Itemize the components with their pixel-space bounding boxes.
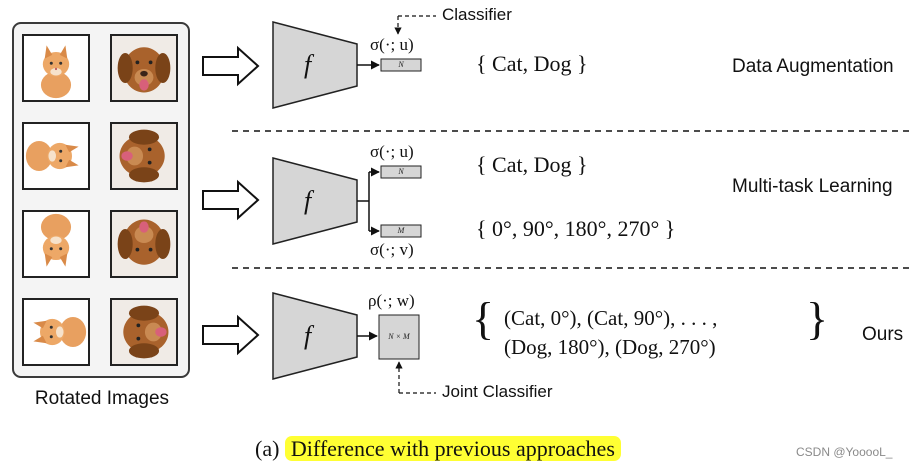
classifier-box-row1 (380, 58, 422, 72)
classifier-box-label-upper: N (398, 167, 404, 176)
dog-image-0deg (110, 34, 178, 102)
caption-text: Difference with previous approaches (284, 436, 621, 461)
encoder-trapezoid-row1 (272, 21, 358, 109)
output-brace-right: } (806, 293, 829, 344)
output-set-joint-line2: (Dog, 180°), (Dog, 270°) (504, 335, 716, 359)
cat-image-180deg (22, 122, 90, 190)
row-title-data-augmentation: Data Augmentation (732, 56, 894, 77)
classifier-function-lower: σ(·; v) (370, 240, 414, 259)
cat-image-0deg (22, 34, 90, 102)
classifier-function-upper: σ(·; u) (370, 142, 414, 161)
output-set-row1: { Cat, Dog } (476, 51, 588, 76)
encoder-trapezoid-row3 (272, 292, 358, 380)
output-set-lower: { 0°, 90°, 180°, 270° } (476, 216, 676, 241)
output-set-upper: { Cat, Dog } (476, 152, 588, 177)
row-title-ours: Ours (862, 324, 904, 345)
output-brace-left: { (472, 293, 495, 344)
cat-image-270deg (22, 210, 90, 278)
classifier-label: Classifier (442, 5, 512, 24)
joint-classifier-box-label: N × M (388, 332, 410, 341)
encoder-trapezoid-row2 (272, 157, 358, 245)
classifier-box-label-row1: N (398, 60, 404, 69)
classifier-box-label-lower: M (397, 226, 405, 235)
classifier-box-upper (380, 165, 422, 179)
encoder-label-row1: f (304, 50, 312, 79)
classifier-box-lower (380, 224, 422, 238)
rotated-images-label: Rotated Images (34, 388, 170, 409)
dog-image-270deg (110, 210, 178, 278)
watermark: CSDN @YooooL_ (796, 445, 893, 459)
input-arrow-row1 (202, 45, 260, 87)
rotated-images-panel (12, 22, 190, 378)
figure-caption: (a) Difference with previous approaches (255, 436, 621, 462)
classifier-function-row1: σ(·; u) (370, 35, 414, 54)
dog-image-90deg (110, 298, 178, 366)
dog-image-180deg (110, 122, 178, 190)
caption-prefix: (a) (255, 436, 280, 461)
output-set-joint-line1: (Cat, 0°), (Cat, 90°), . . . , (504, 306, 718, 330)
encoder-label-row2: f (304, 186, 312, 215)
input-arrow-row3 (202, 314, 260, 356)
cat-image-90deg (22, 298, 90, 366)
joint-classifier-box (378, 314, 420, 360)
row-title-multi-task: Multi-task Learning (732, 176, 893, 197)
joint-classifier-label: Joint Classifier (442, 382, 553, 401)
input-arrow-row2 (202, 179, 260, 221)
encoder-label-row3: f (304, 321, 312, 350)
joint-classifier-function: ρ(·; w) (368, 291, 415, 310)
